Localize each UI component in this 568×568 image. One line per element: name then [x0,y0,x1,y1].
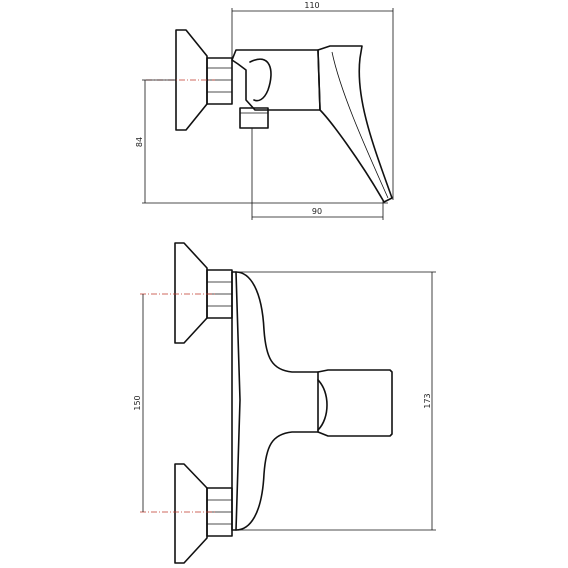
front-handle [317,369,393,437]
side-lever-inner [331,51,389,199]
dim-label-90: 90 [312,207,322,216]
front-body-plate [231,271,241,531]
dim-label-173: 173 [423,393,432,408]
side-spout-outlet [239,107,269,129]
front-top-flange [174,242,208,344]
front-bottom-flange [174,463,208,564]
dim-label-150: 150 [133,395,142,410]
front-body-outline [235,271,319,531]
dim-label-84: 84 [135,137,144,147]
front-view: 150 173 [133,242,436,564]
side-view: 110 84 90 [135,1,394,220]
front-bottom-nut [206,487,233,537]
dim-label-110: 110 [304,1,319,10]
side-hex-nut [206,57,233,105]
side-body-curve [249,58,272,102]
side-body [231,49,321,111]
front-handle-curve [317,379,328,431]
side-lever-handle [317,45,393,203]
